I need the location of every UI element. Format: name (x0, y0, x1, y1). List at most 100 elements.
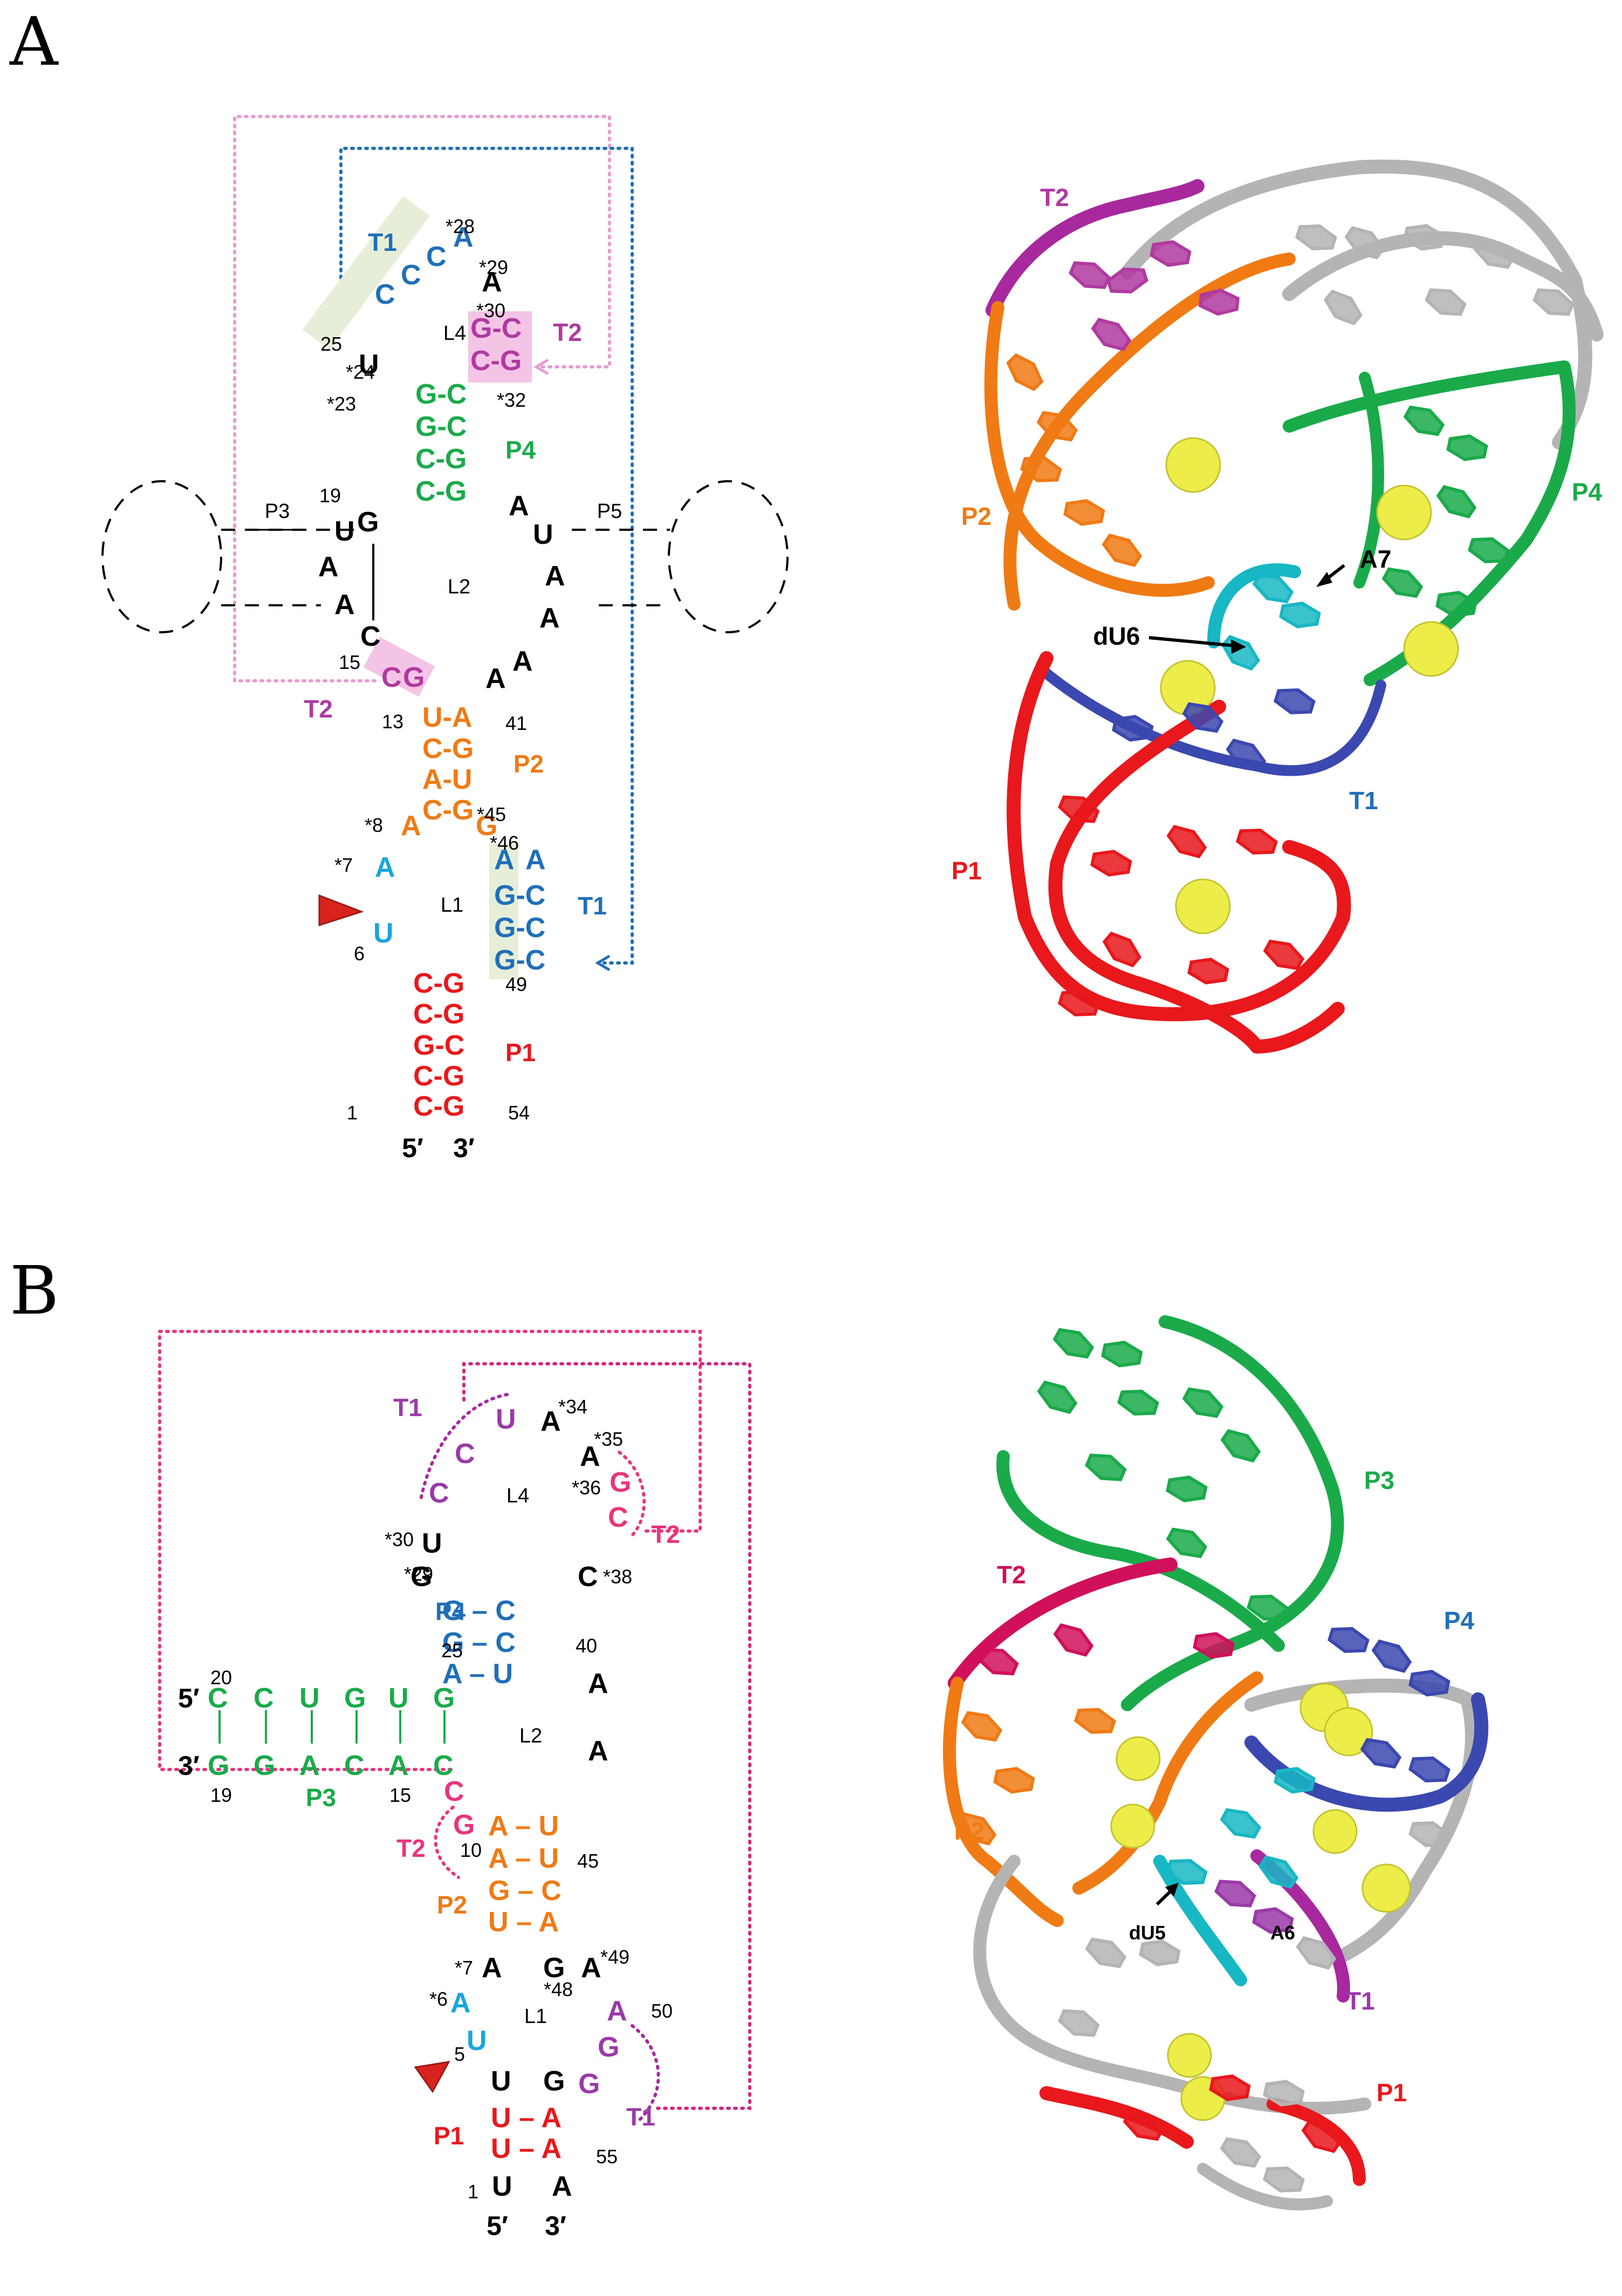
base-slab (1274, 688, 1316, 715)
nucleotide: A (588, 1735, 608, 1767)
stem-label-p5: P5 (597, 500, 622, 523)
magnesium-ion (1312, 1809, 1358, 1854)
magnesium-ion (1167, 2033, 1212, 2078)
nucleotide: C (375, 279, 395, 310)
t2-arc-mid (434, 1806, 460, 1879)
t1-arc-low (631, 2024, 660, 2124)
nucleotide-number: *48 (544, 1978, 573, 2000)
structure-label-t1: T1 (1349, 787, 1378, 815)
base-slab (1117, 1389, 1159, 1416)
nucleotide: G-C (413, 1030, 464, 1061)
nucleotide-number: 50 (651, 2000, 673, 2022)
base-slab (977, 1648, 1019, 1676)
helix-label-p3: P3 (306, 1784, 336, 1812)
nucleotide: A (388, 1750, 409, 1781)
base-slab (1085, 1453, 1127, 1481)
nucleotide: G (598, 2032, 619, 2063)
structure-label-du5: dU5 (1129, 1922, 1166, 1944)
nucleotide: C-G (415, 443, 467, 475)
nucleotide: C-G (470, 345, 522, 377)
nucleotide: A (482, 1952, 502, 1984)
base-slab (1037, 1381, 1078, 1414)
nucleotide-number: *8 (365, 814, 383, 836)
backbone-gray (1197, 2163, 1333, 2211)
nucleotide: A (545, 561, 565, 592)
nucleotide-number: 19 (210, 1784, 232, 1806)
du6-pointer-arrow (1148, 636, 1241, 648)
nucleotide: G (254, 1750, 275, 1781)
nucleotide: C (344, 1750, 365, 1781)
panel-a-letter: A (9, 3, 59, 81)
nucleotide: G – C (442, 1595, 516, 1627)
base-slab (1263, 2166, 1305, 2193)
base-slab (1252, 572, 1294, 604)
base-slab (1425, 288, 1467, 316)
base-slab (1301, 2120, 1342, 2153)
nucleotide: C (608, 1502, 628, 1533)
panel-b-secondary-structure (158, 1330, 751, 2124)
base-slab (1182, 1387, 1224, 1418)
t2-arrowhead (533, 358, 549, 375)
nucleotide: 5′ (178, 1683, 200, 1713)
nucleotide-number: *30 (385, 1528, 414, 1550)
base-slab (1226, 739, 1267, 772)
structure-label-p2: P2 (961, 502, 991, 530)
base-slab (1214, 1880, 1256, 1908)
nucleotide: G-C (494, 912, 545, 944)
base-slab (1102, 931, 1142, 968)
nucleotide: G (476, 810, 497, 842)
backbone-t2 (985, 179, 1204, 317)
structure-label-p4: P4 (1444, 1607, 1475, 1635)
nucleotide: G (433, 1683, 455, 1714)
base-slab (1149, 240, 1192, 267)
loop-label-l2: L2 (448, 576, 470, 598)
nucleotide: A (552, 2171, 572, 2202)
magnesium-ion (1361, 1863, 1411, 1913)
nucleotide-number: 6 (354, 942, 365, 965)
helix-label-p4: P4 (505, 436, 536, 464)
base-slab (1532, 288, 1575, 316)
nucleotide: U (334, 516, 355, 547)
nucleotide: C (381, 662, 402, 693)
nucleotide: C (455, 1438, 475, 1470)
base-slab (1106, 267, 1148, 294)
nucleotide: C (208, 1683, 228, 1714)
base-slab (1258, 1855, 1299, 1889)
p5-loop-dashed (668, 480, 789, 633)
stem-label-p3: P3 (265, 500, 290, 523)
nucleotide: A (485, 663, 506, 694)
base-slab (1327, 1627, 1370, 1653)
nucleotide: U (422, 1528, 442, 1559)
structure-label-du6: dU6 (1093, 622, 1140, 650)
nucleotide: A (581, 1952, 601, 1984)
backbone-p3 (996, 1450, 1285, 1652)
nucleotide-number: 15 (389, 1784, 411, 1806)
nucleotide: C (426, 241, 447, 272)
nucleotide: U (533, 519, 553, 550)
nucleotide-number: 55 (596, 2145, 618, 2168)
backbone-p2 (1072, 1671, 1263, 1895)
base-slab (1166, 1527, 1208, 1559)
t2-highlight-mid (363, 637, 435, 697)
base-slab (1090, 850, 1132, 877)
nucleotide: A – U (488, 1810, 559, 1842)
base-slab (1085, 1937, 1127, 1969)
t1-highlight-top (302, 196, 430, 350)
nucleotide: U – A (491, 2102, 562, 2134)
loop-label-l2: L2 (519, 1725, 542, 1747)
helix-label-p1: P1 (434, 2122, 464, 2150)
t1-connector (462, 1362, 751, 2110)
nucleotide: G – C (488, 1875, 562, 1906)
nucleotide: A (540, 1406, 561, 1437)
tertiary-label-t2: T2 (651, 1520, 680, 1548)
nucleotide-number: *29 (404, 1563, 433, 1585)
panel-b-letter: B (10, 1252, 59, 1330)
p3-loop-dashed (101, 480, 222, 633)
nucleotide-number: *35 (594, 1428, 623, 1450)
nucleotide: A (318, 551, 339, 583)
base-slab (1247, 1594, 1289, 1621)
base-slab (1408, 1756, 1450, 1783)
base-slab (1468, 537, 1510, 564)
